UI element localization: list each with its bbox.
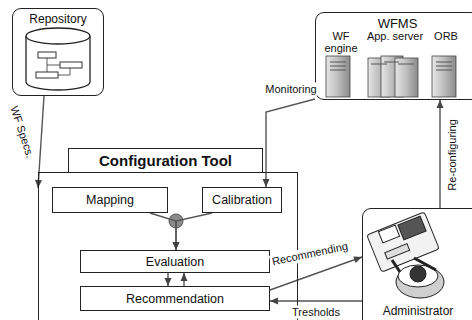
slot-lines	[330, 62, 452, 70]
edge-label: Recommending	[269, 239, 351, 269]
arrow-head	[353, 256, 362, 263]
server-slots	[330, 62, 452, 70]
connector	[181, 273, 188, 286]
connector-line	[439, 100, 440, 208]
arrow-head	[263, 179, 270, 187]
connector	[35, 96, 44, 188]
chair	[396, 266, 444, 298]
paper	[378, 225, 399, 243]
edge-label: Tresholds	[290, 306, 342, 319]
arrow-head	[270, 298, 278, 305]
administrator-figure	[367, 212, 444, 298]
node-label: Administrator	[363, 304, 472, 318]
arms	[392, 258, 436, 272]
arrow-head	[165, 278, 172, 286]
node-label: WFMS	[316, 16, 472, 31]
edge-label: Monitoring	[263, 83, 318, 96]
tool-box: Configuration ToolMappingCalibrationEval…	[38, 172, 298, 320]
server-label: WF engine	[317, 30, 365, 56]
connector	[165, 273, 172, 286]
flow-shape	[38, 52, 56, 58]
arrow-head	[437, 100, 444, 108]
node-label: Mapping	[86, 193, 134, 207]
desk	[367, 212, 439, 272]
connector	[173, 213, 213, 250]
database-icon	[26, 28, 90, 90]
arrow-head	[173, 242, 180, 250]
actor-box: Administrator	[362, 208, 472, 320]
arrow-head	[173, 242, 180, 250]
connector	[150, 213, 180, 250]
connector	[263, 99, 316, 187]
repository-box: Repository	[12, 8, 104, 96]
flow-shape	[60, 62, 82, 68]
server-label: ORB	[426, 30, 466, 56]
node-label: App. server	[366, 30, 424, 42]
connector-line	[150, 213, 176, 250]
process-box: Calibration	[202, 187, 282, 213]
arrow-head	[181, 273, 188, 281]
keyboard	[385, 244, 410, 259]
connector-line	[176, 213, 212, 250]
process-box: Mapping	[52, 187, 168, 213]
monitor	[398, 216, 426, 240]
connector	[270, 298, 362, 305]
server-label: App. server	[366, 30, 424, 56]
node-label: ORB	[426, 30, 466, 42]
node-label: Repository	[13, 12, 103, 26]
edge-label: WF Specs.	[7, 103, 37, 162]
system-box: WFMSWF engineApp. serverORB	[315, 12, 472, 100]
node-label: WF engine	[317, 30, 365, 54]
server-icons	[326, 56, 456, 97]
connector-line	[266, 99, 315, 187]
node-label: Calibration	[212, 193, 272, 207]
tool-title: Configuration Tool	[68, 148, 263, 173]
cylinder-top	[26, 28, 90, 44]
node-label: Recommendation	[126, 292, 224, 306]
flow-shape	[36, 72, 58, 78]
flow-line	[47, 58, 70, 75]
connector	[437, 100, 444, 208]
edge-label: Re-configuring	[446, 117, 459, 193]
connector-line	[270, 300, 362, 301]
head	[410, 266, 426, 282]
process-box: Evaluation	[80, 250, 270, 273]
node-label: Evaluation	[146, 255, 204, 269]
process-box: Recommendation	[80, 286, 270, 311]
